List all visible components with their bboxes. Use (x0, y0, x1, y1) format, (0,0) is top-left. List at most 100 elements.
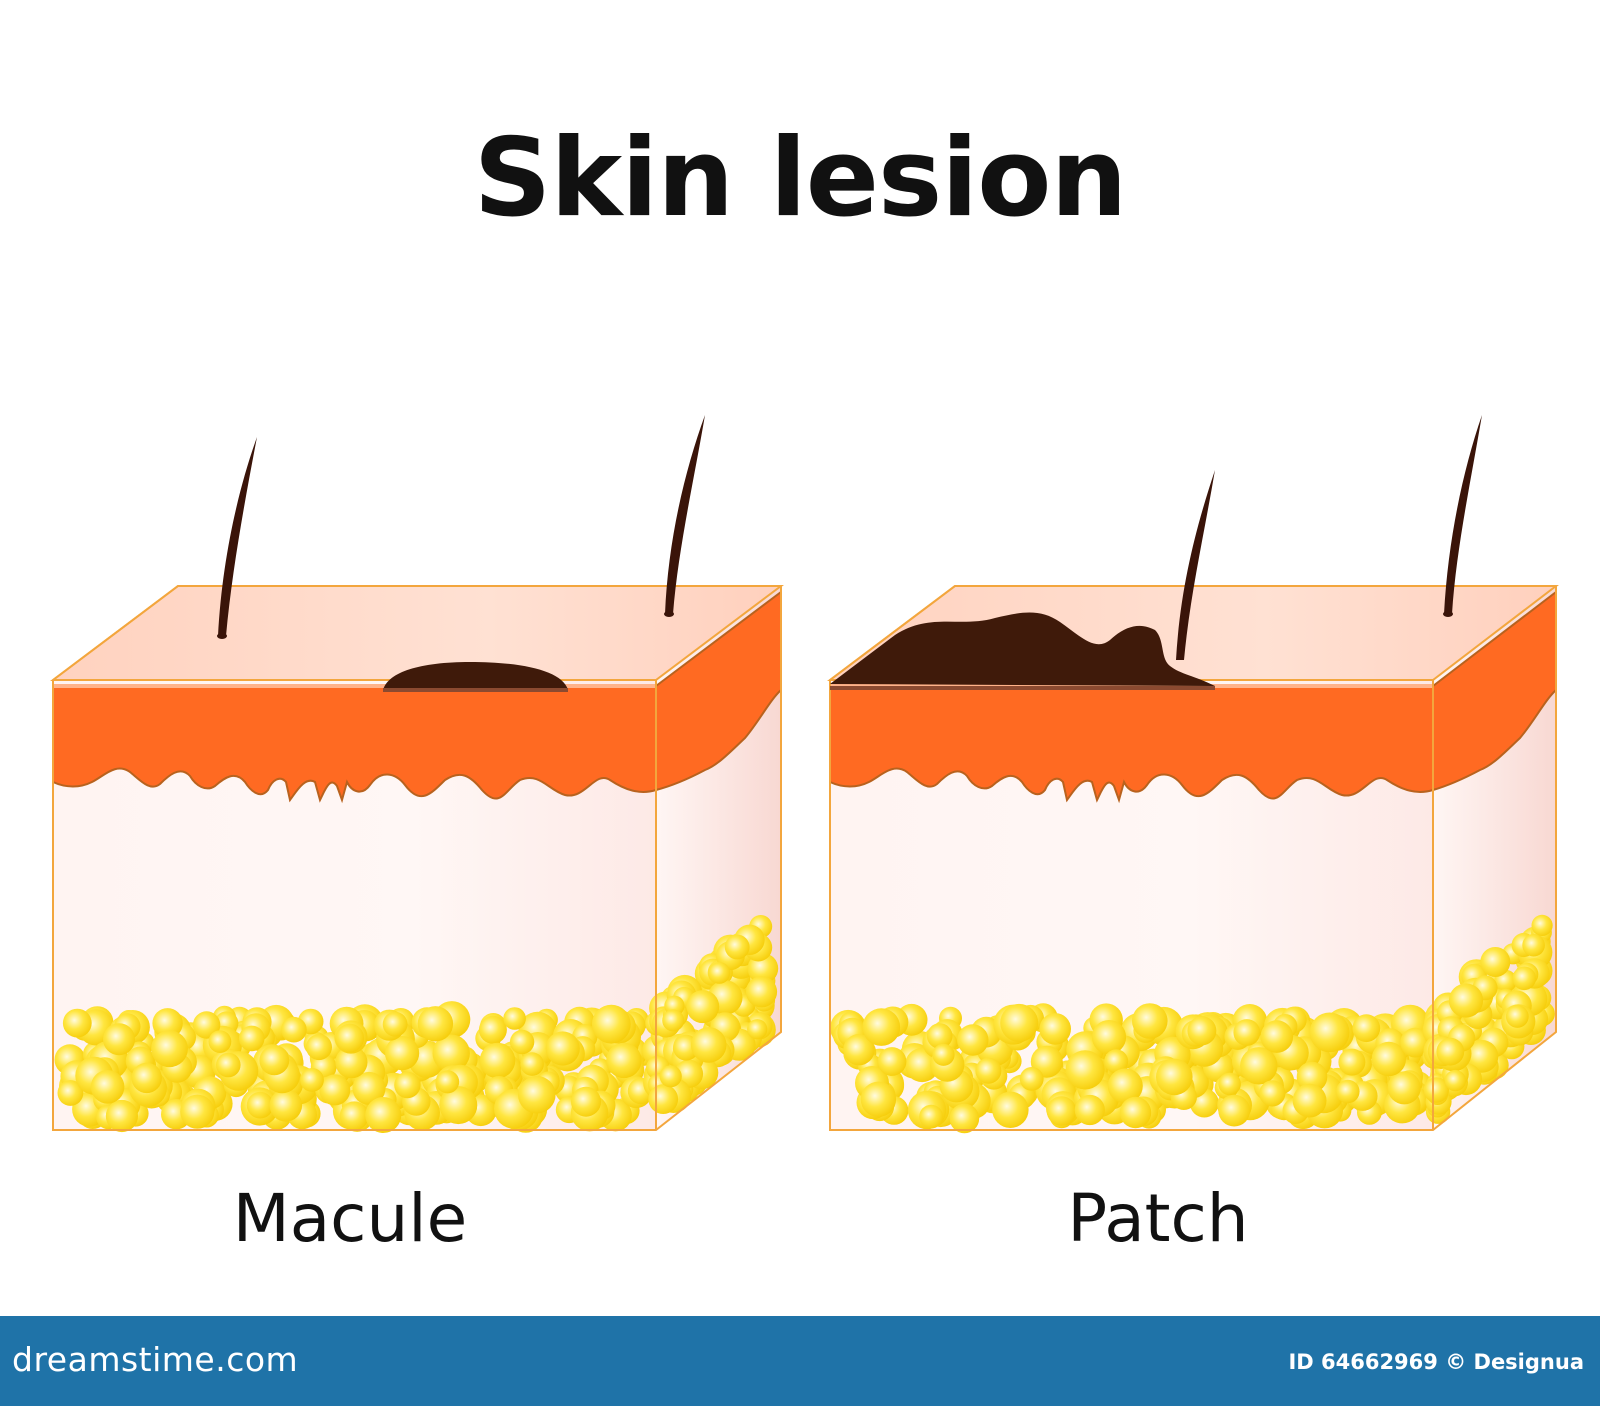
fat-cell (545, 1031, 580, 1066)
fat-cell (1000, 1003, 1039, 1042)
fat-cell (724, 934, 750, 960)
fat-cell (1423, 1077, 1450, 1103)
fat-cell (520, 1052, 544, 1076)
fat-cell (949, 1103, 980, 1134)
hair-1 (1176, 470, 1215, 660)
fat-cell (1156, 1058, 1193, 1096)
fat-cell (1240, 1047, 1278, 1085)
fat-cell (1352, 1014, 1381, 1043)
fat-cell (1512, 966, 1536, 991)
fat-cell (606, 1042, 642, 1079)
fat-cell (1091, 1020, 1127, 1055)
fat-cell (571, 1086, 601, 1117)
fat-cell (62, 1008, 92, 1038)
fat-cell (382, 1011, 408, 1037)
fat-cell (281, 1016, 307, 1043)
epidermis-layer (829, 685, 1434, 804)
fat-cell (105, 1099, 138, 1133)
fat-cell (1338, 1048, 1366, 1076)
fat-cell (180, 1094, 215, 1129)
fat-cell (690, 1027, 727, 1063)
fat-cell (686, 990, 720, 1024)
fat-cell (1218, 1094, 1251, 1127)
fat-cell (478, 1015, 507, 1044)
fat-cell (385, 1036, 420, 1071)
fat-cell (1336, 1079, 1360, 1104)
fat-cell (957, 1024, 989, 1056)
fat-cell (662, 1009, 685, 1032)
fat-cell (926, 1023, 953, 1049)
fat-cell (439, 1086, 478, 1125)
fat-layer (54, 915, 779, 1133)
fat-cell (417, 1006, 454, 1042)
fat-cell (352, 1071, 386, 1105)
fat-cell (1400, 1027, 1431, 1058)
fat-cell (1074, 1094, 1105, 1126)
fat-cell (246, 1091, 274, 1119)
fat-cell (919, 1104, 943, 1129)
patch-skin-block (827, 415, 1559, 1134)
fat-cell (1292, 1083, 1327, 1118)
fat-cell (975, 1057, 1002, 1084)
fat-cell (1260, 1020, 1294, 1053)
macule-lesion (383, 662, 568, 690)
fat-cell (1107, 1068, 1143, 1104)
footer-brand-link[interactable]: dreamstime.com (12, 1340, 299, 1379)
footer-bar: dreamstime.com ID 64662969 © Designua (0, 1316, 1600, 1406)
fat-cell (1218, 1072, 1241, 1096)
hair-2 (1444, 415, 1482, 614)
fat-cell (259, 1045, 290, 1076)
fat-cell (509, 1029, 535, 1055)
fat-cell (862, 1008, 901, 1046)
fat-cell (591, 1004, 631, 1044)
fat-cell (479, 1042, 516, 1079)
fat-cell (1505, 1005, 1529, 1028)
fat-cell (300, 1068, 324, 1092)
fat-cell (877, 1047, 907, 1076)
fat-cell (436, 1070, 460, 1094)
fat-cell (1480, 947, 1511, 977)
patch-label: Patch (1067, 1180, 1249, 1257)
fat-cell (1119, 1096, 1152, 1129)
fat-cell (335, 1046, 368, 1079)
hair-2 (665, 415, 705, 614)
fat-cell (747, 1019, 768, 1040)
fat-cell (1104, 1049, 1129, 1074)
fat-cell (1522, 933, 1545, 957)
fat-cell (306, 1034, 332, 1061)
diagram-title: Skin lesion (473, 116, 1128, 241)
fat-cell (1046, 1096, 1077, 1126)
fat-cell (1039, 1013, 1071, 1045)
fat-cell (151, 1030, 188, 1068)
fat-cell (860, 1081, 897, 1118)
fat-cell (745, 976, 778, 1008)
fat-cell (238, 1025, 265, 1052)
fat-cell (269, 1089, 303, 1122)
fat-cell (365, 1097, 402, 1133)
fat-cell (131, 1062, 162, 1094)
fat-cell (432, 1034, 470, 1072)
fat-cell (1444, 1069, 1467, 1092)
fat-cell (1233, 1019, 1261, 1046)
fat-cell (90, 1070, 125, 1104)
fat-cell (339, 1101, 369, 1131)
fat-layer (830, 914, 1555, 1134)
fat-cell (1019, 1067, 1044, 1091)
hair-1 (218, 437, 257, 636)
fat-cell (103, 1023, 135, 1056)
fat-cell (57, 1080, 84, 1106)
fat-cell (394, 1071, 421, 1099)
epidermis-layer (52, 685, 657, 804)
fat-cell (1436, 1037, 1465, 1066)
fat-cell (1187, 1016, 1217, 1046)
fat-cell (518, 1075, 556, 1114)
patch-lesion (830, 612, 1215, 686)
fat-cell (335, 1023, 365, 1053)
fat-cell (843, 1034, 875, 1066)
footer-image-id: ID 64662969 © Designua (1288, 1350, 1584, 1374)
fat-cell (1448, 983, 1484, 1018)
fat-cell (932, 1043, 955, 1066)
fat-cell (319, 1074, 351, 1106)
macule-skin-block (50, 415, 784, 1133)
